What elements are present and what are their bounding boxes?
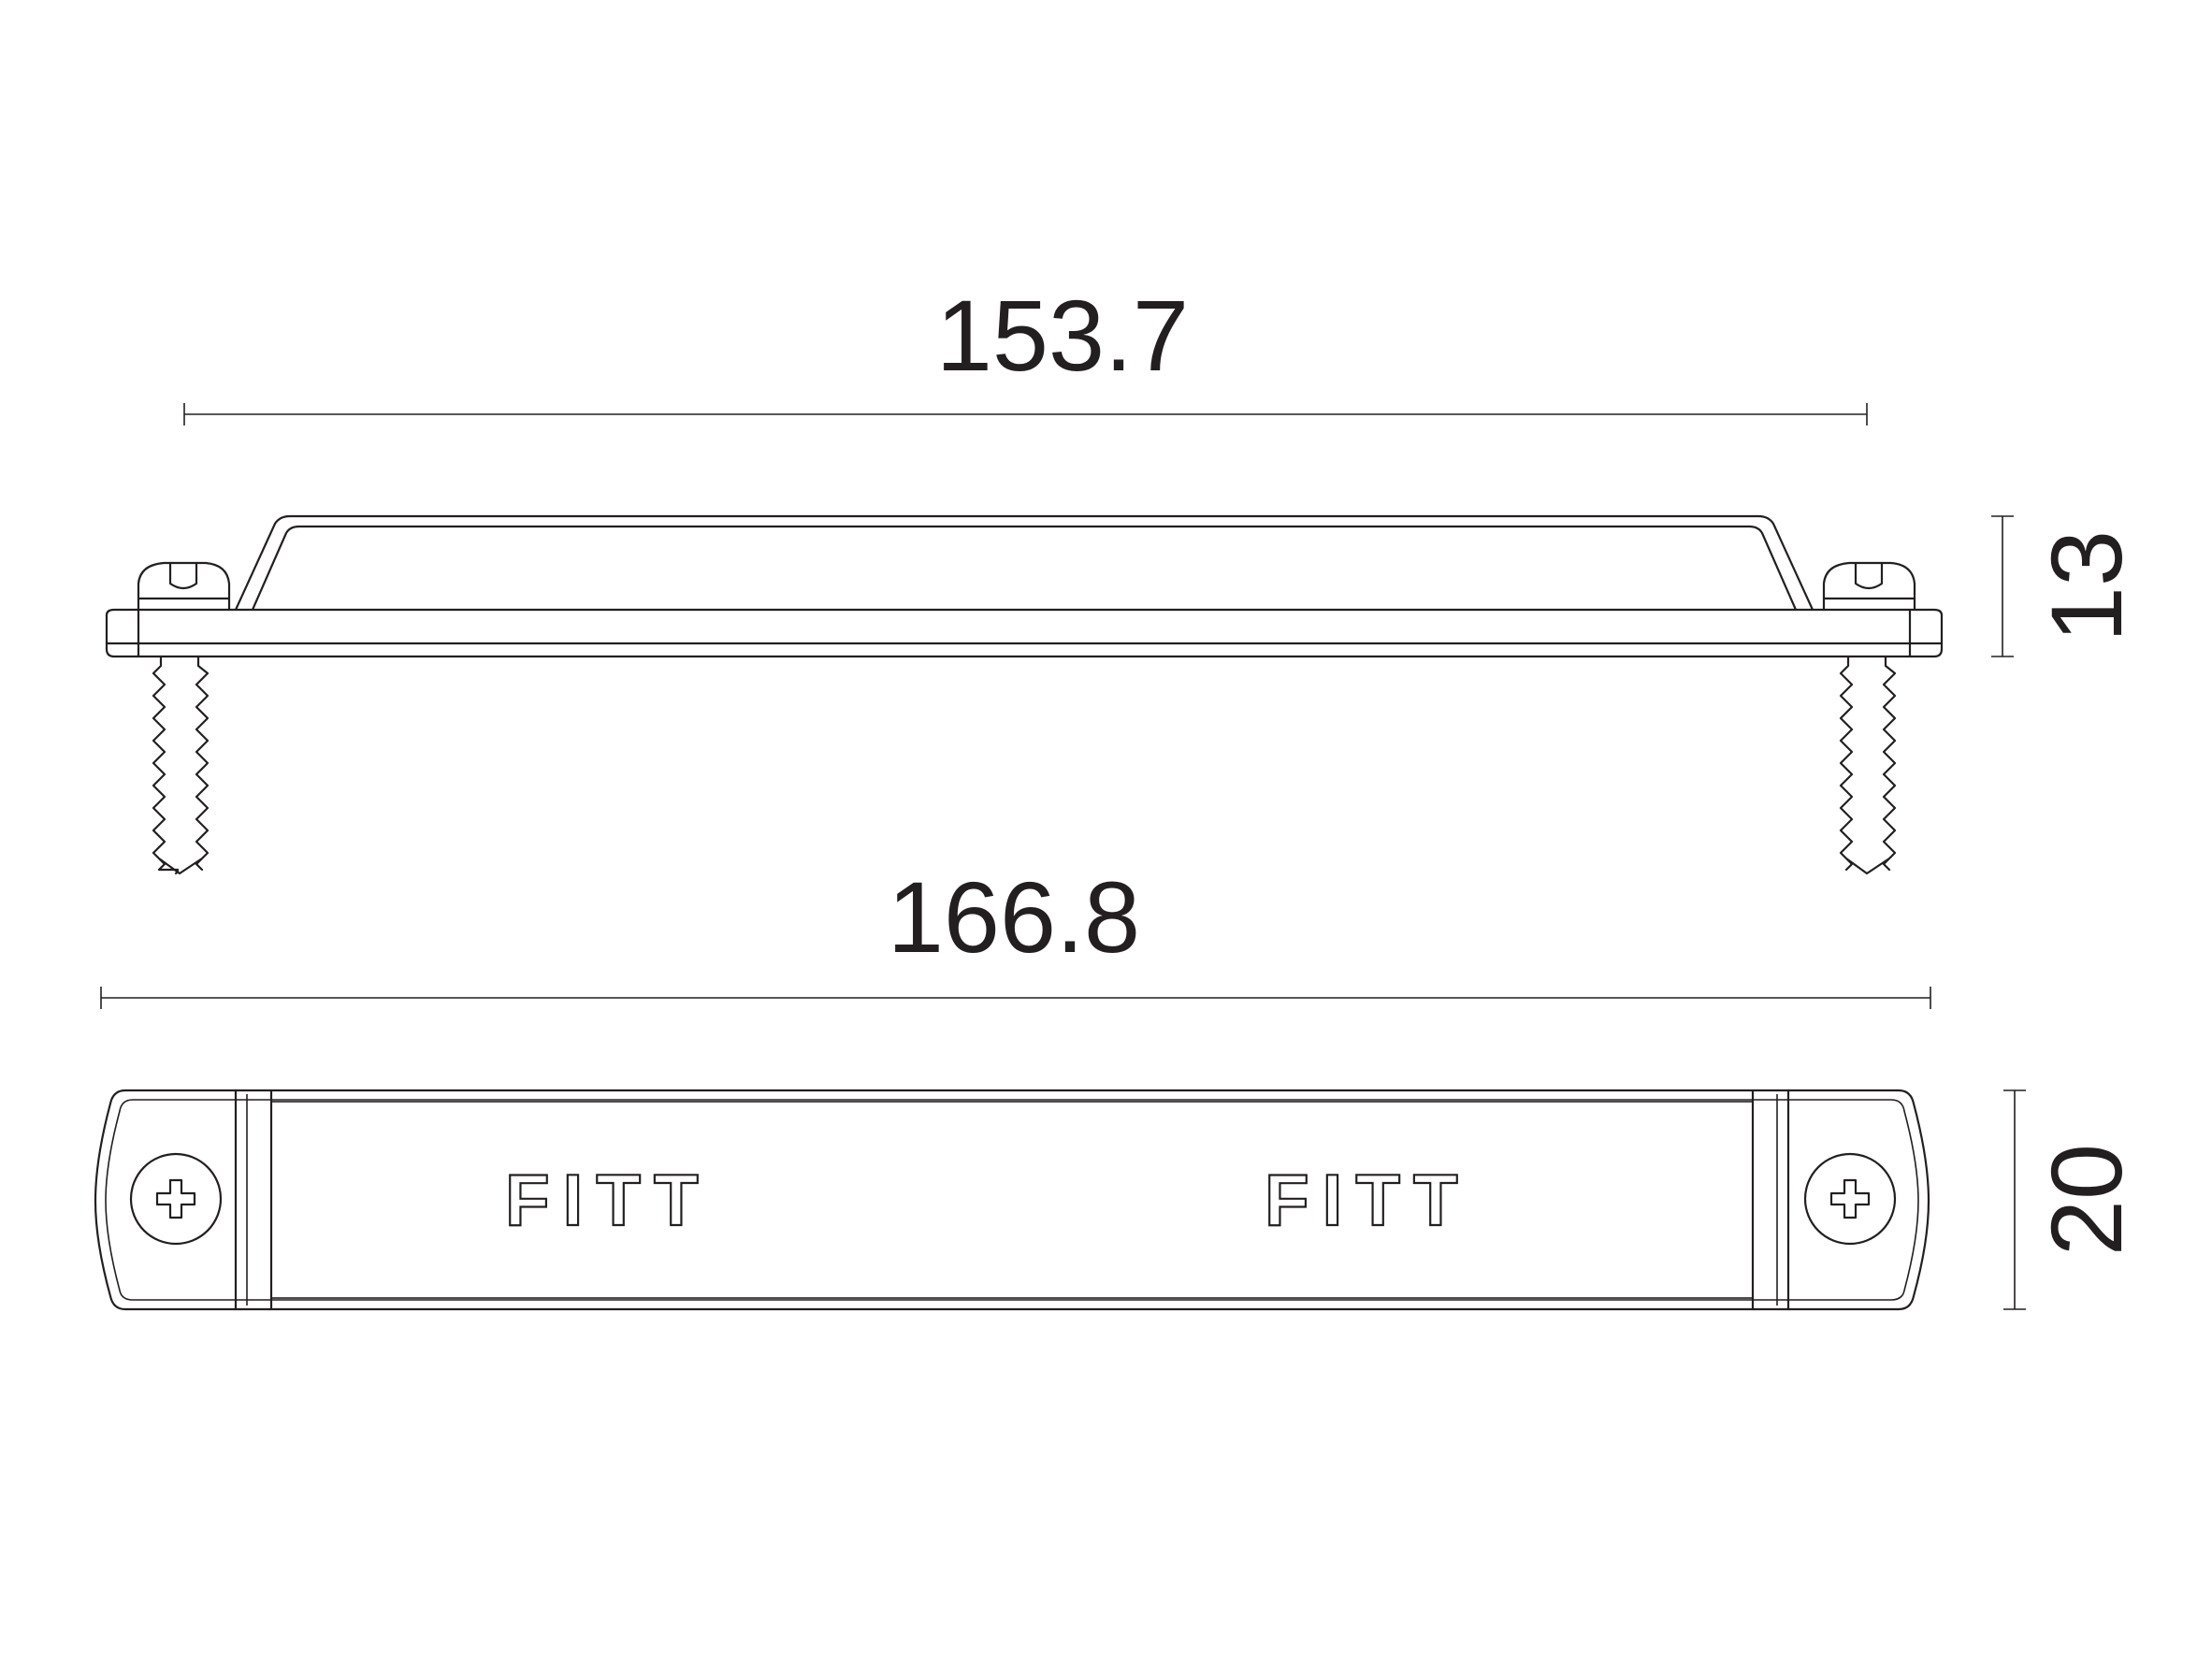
- width-label: 20: [2030, 1144, 2143, 1256]
- dimension-height: 13: [1991, 515, 2143, 657]
- left-screw-thread: [152, 655, 210, 875]
- logo-right: FITT: [1265, 1159, 1471, 1241]
- dimension-screw-spacing: 153.7: [183, 279, 1868, 426]
- overall-length-label: 166.8: [888, 860, 1140, 974]
- right-screw-thread: [1839, 655, 1897, 875]
- logo-left: FITT: [505, 1159, 712, 1241]
- top-view-outline: [94, 1089, 1930, 1311]
- right-screw-top: [1803, 1152, 1897, 1246]
- height-label: 13: [2030, 530, 2143, 642]
- base-plate: [105, 608, 1944, 658]
- dimension-overall-length: 166.8: [100, 860, 1931, 1009]
- lens-body: [234, 514, 1814, 612]
- side-view: [105, 514, 1944, 875]
- left-screw-top: [129, 1152, 223, 1246]
- screw-spacing-label: 153.7: [936, 279, 1189, 392]
- top-view: FITT FITT: [94, 1089, 1930, 1311]
- left-screw-head: [137, 561, 231, 612]
- lens-window: [270, 1101, 1754, 1299]
- dimension-width: 20: [2003, 1089, 2143, 1310]
- right-screw-head: [1822, 561, 1916, 612]
